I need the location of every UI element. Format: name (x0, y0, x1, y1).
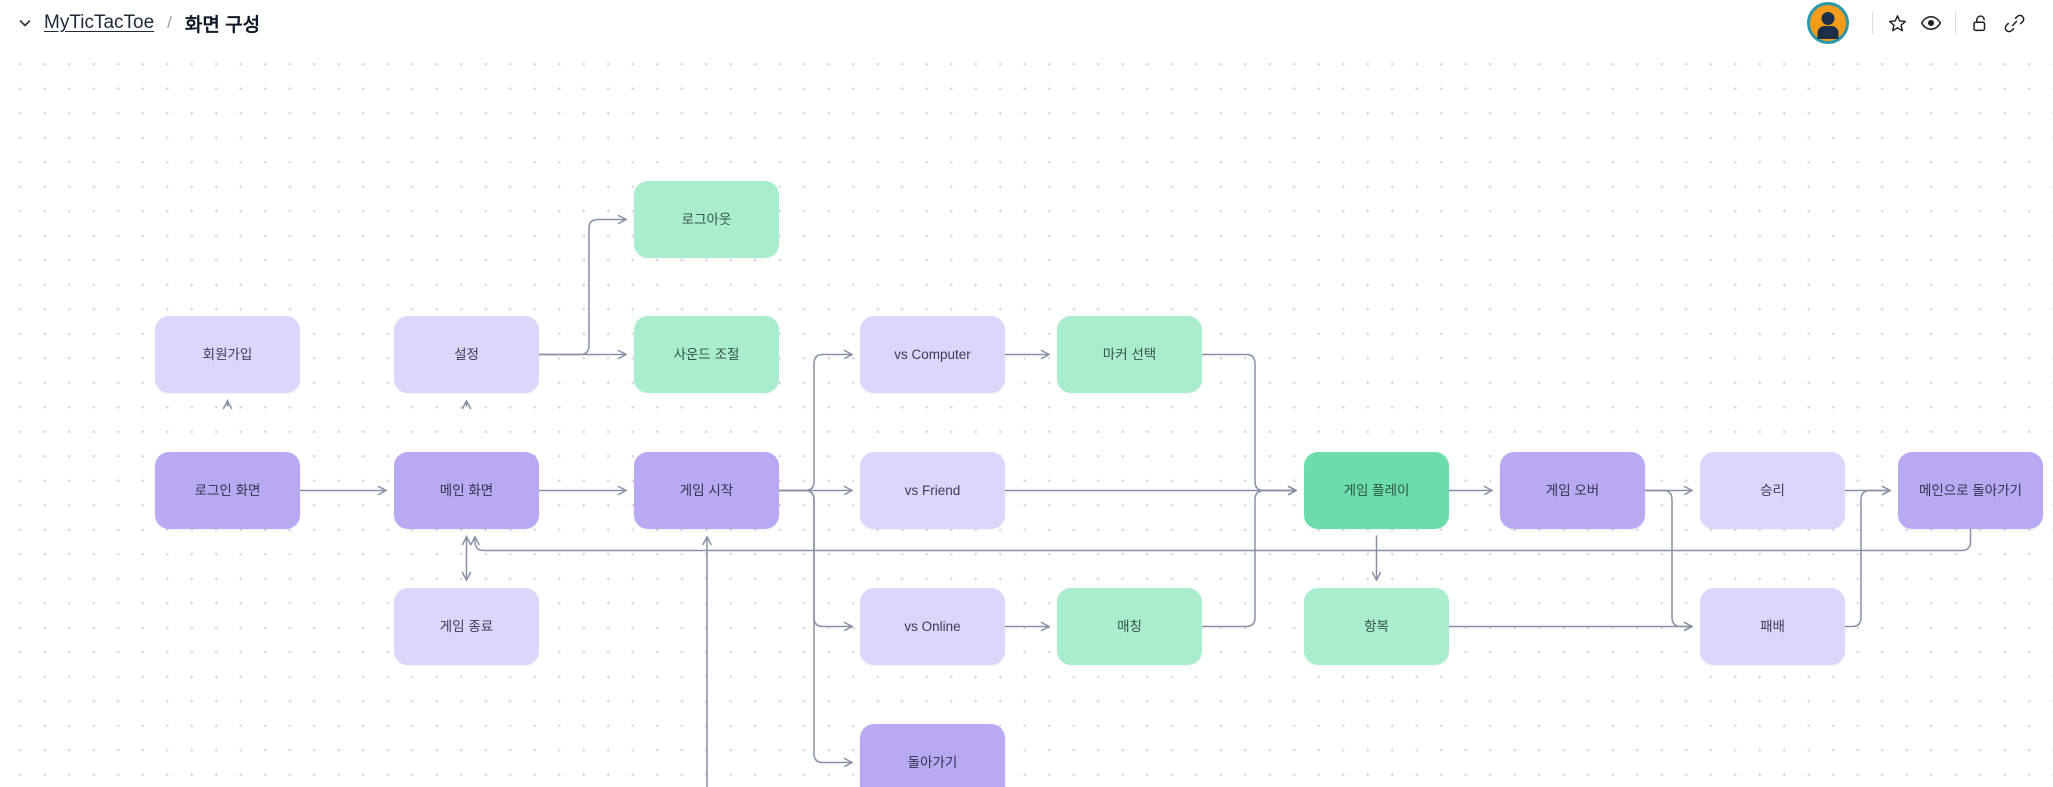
star-icon[interactable] (1880, 6, 1914, 40)
node-signup[interactable]: 회원가입 (155, 316, 300, 393)
edge-gamestart-vsonline (778, 489, 853, 632)
node-label: 게임 오버 (1545, 482, 1600, 498)
edge-gameover-lose (1644, 489, 1693, 632)
edge-marker-gameplay (1201, 353, 1297, 496)
node-label: 패배 (1760, 618, 1785, 634)
node-game-over[interactable]: 게임 오버 (1500, 452, 1645, 529)
node-label: 게임 종료 (439, 618, 494, 634)
top-bar: MyTicTacToe / 화면 구성 (0, 0, 2053, 46)
node-logout[interactable]: 로그아웃 (634, 181, 779, 258)
edge-gamestart-goback (778, 489, 853, 768)
node-label: 회원가입 (202, 346, 253, 362)
node-label: 매칭 (1117, 618, 1142, 634)
node-label: 항복 (1364, 618, 1389, 634)
chevron-down-icon[interactable] (16, 14, 34, 32)
edge-backtomain-main (470, 528, 1972, 552)
node-label: 사운드 조절 (673, 346, 740, 362)
node-go-back[interactable]: 돌아가기 (860, 724, 1005, 787)
avatar-head (1821, 12, 1835, 25)
node-label: 로그아웃 (681, 211, 732, 227)
edge-gamestart-vscomputer (778, 349, 853, 492)
node-main-screen[interactable]: 메인 화면 (394, 452, 539, 529)
node-vs-computer[interactable]: vs Computer (860, 316, 1005, 393)
node-login-screen[interactable]: 로그인 화면 (155, 452, 300, 529)
edge-settings-logout (538, 214, 627, 356)
page-title: 화면 구성 (184, 14, 261, 36)
node-label: 메인 화면 (439, 482, 494, 498)
unlock-icon[interactable] (1963, 6, 1997, 40)
node-label: vs Friend (904, 482, 961, 498)
user-avatar-icon[interactable] (1807, 2, 1849, 44)
node-label: 로그인 화면 (194, 482, 261, 498)
node-label: 메인으로 돌아가기 (1918, 482, 2023, 498)
node-label: 마커 선택 (1102, 346, 1157, 362)
node-label: 돌아가기 (907, 754, 958, 770)
node-sound-adjust[interactable]: 사운드 조절 (634, 316, 779, 393)
node-label: 승리 (1760, 482, 1785, 498)
node-settings[interactable]: 설정 (394, 316, 539, 393)
top-bar-actions (1807, 0, 2037, 46)
node-surrender[interactable]: 항복 (1304, 588, 1449, 665)
node-label: 설정 (454, 346, 479, 362)
node-marker-select[interactable]: 마커 선택 (1057, 316, 1202, 393)
breadcrumb-root-link[interactable]: MyTicTacToe (44, 12, 155, 33)
toolbar-divider (1872, 12, 1873, 34)
avatar-body (1817, 26, 1839, 39)
node-label: 게임 시작 (679, 482, 734, 498)
node-game-play[interactable]: 게임 플레이 (1304, 452, 1449, 529)
node-lose[interactable]: 패배 (1700, 588, 1845, 665)
link-icon[interactable] (1997, 6, 2031, 40)
edge-layer (222, 214, 1972, 787)
toolbar-divider (1955, 12, 1956, 34)
node-matching[interactable]: 매칭 (1057, 588, 1202, 665)
node-back-to-main[interactable]: 메인으로 돌아가기 (1898, 452, 2043, 529)
breadcrumb-separator: / (167, 13, 172, 32)
node-game-end[interactable]: 게임 종료 (394, 588, 539, 665)
node-label: 게임 플레이 (1343, 482, 1410, 498)
node-game-start[interactable]: 게임 시작 (634, 452, 779, 529)
eye-icon[interactable] (1914, 6, 1948, 40)
diagram-canvas[interactable]: 회원가입 로그인 화면 설정 메인 화면 게임 종료 로그아웃 사운드 조절 게… (0, 46, 2053, 787)
edge-lose-backtomain (1844, 485, 1891, 628)
node-vs-online[interactable]: vs Online (860, 588, 1005, 665)
node-label: vs Online (904, 618, 961, 634)
edge-matching-gameplay (1201, 485, 1297, 628)
node-label: vs Computer (894, 346, 971, 362)
node-win[interactable]: 승리 (1700, 452, 1845, 529)
breadcrumb: MyTicTacToe / 화면 구성 (16, 0, 260, 46)
node-vs-friend[interactable]: vs Friend (860, 452, 1005, 529)
